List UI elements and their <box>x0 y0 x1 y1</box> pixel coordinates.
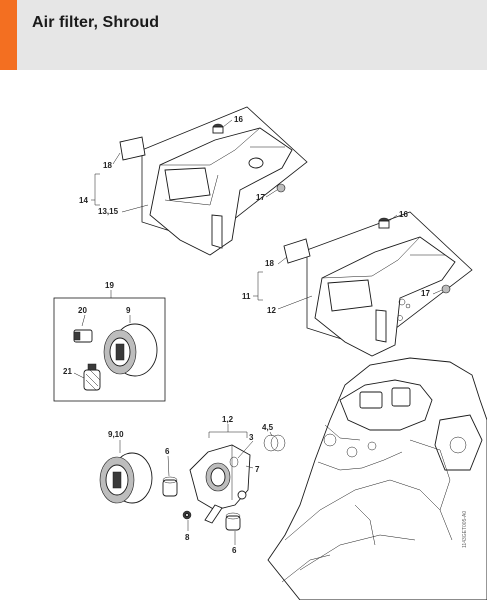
label-7: 7 <box>255 465 260 474</box>
label-6-left: 6 <box>165 447 170 456</box>
label-9-10: 9,10 <box>108 430 124 439</box>
label-14: 14 <box>79 196 88 205</box>
shroud-14-group: 16 18 14 13,15 17 <box>79 106 308 256</box>
label-3: 3 <box>249 433 254 442</box>
chainsaw-housing-group <box>267 357 487 600</box>
label-4-5: 4,5 <box>262 423 274 432</box>
shroud-11-group: 16 18 11 12 17 <box>242 210 473 357</box>
header-accent-bar <box>0 0 17 70</box>
label-18-top: 18 <box>103 161 112 170</box>
label-19: 19 <box>105 281 114 290</box>
label-21: 21 <box>63 367 72 376</box>
label-20: 20 <box>78 306 87 315</box>
label-16-top: 16 <box>234 115 243 124</box>
label-12: 12 <box>267 306 276 315</box>
filter-9-10-group: 9,10 <box>99 430 153 504</box>
label-13-15: 13,15 <box>98 207 119 216</box>
page-title: Air filter, Shroud <box>32 14 160 31</box>
label-1-2: 1,2 <box>222 415 234 424</box>
label-16-mid: 16 <box>399 210 408 219</box>
label-17-mid: 17 <box>421 289 430 298</box>
label-9-kit: 9 <box>126 306 131 315</box>
drawing-code: 1143GET005-A0 <box>462 510 468 548</box>
base-assembly-group: 1,2 4,5 3 7 6 8 6 <box>162 415 286 555</box>
label-8: 8 <box>185 533 190 542</box>
filter-kit-19-group: 19 9 20 21 <box>53 281 166 402</box>
header-band: Air filter, Shroud <box>0 0 487 70</box>
label-17-top: 17 <box>256 193 265 202</box>
label-18-mid: 18 <box>265 259 274 268</box>
label-11: 11 <box>242 292 251 301</box>
label-6-bottom: 6 <box>232 546 237 555</box>
